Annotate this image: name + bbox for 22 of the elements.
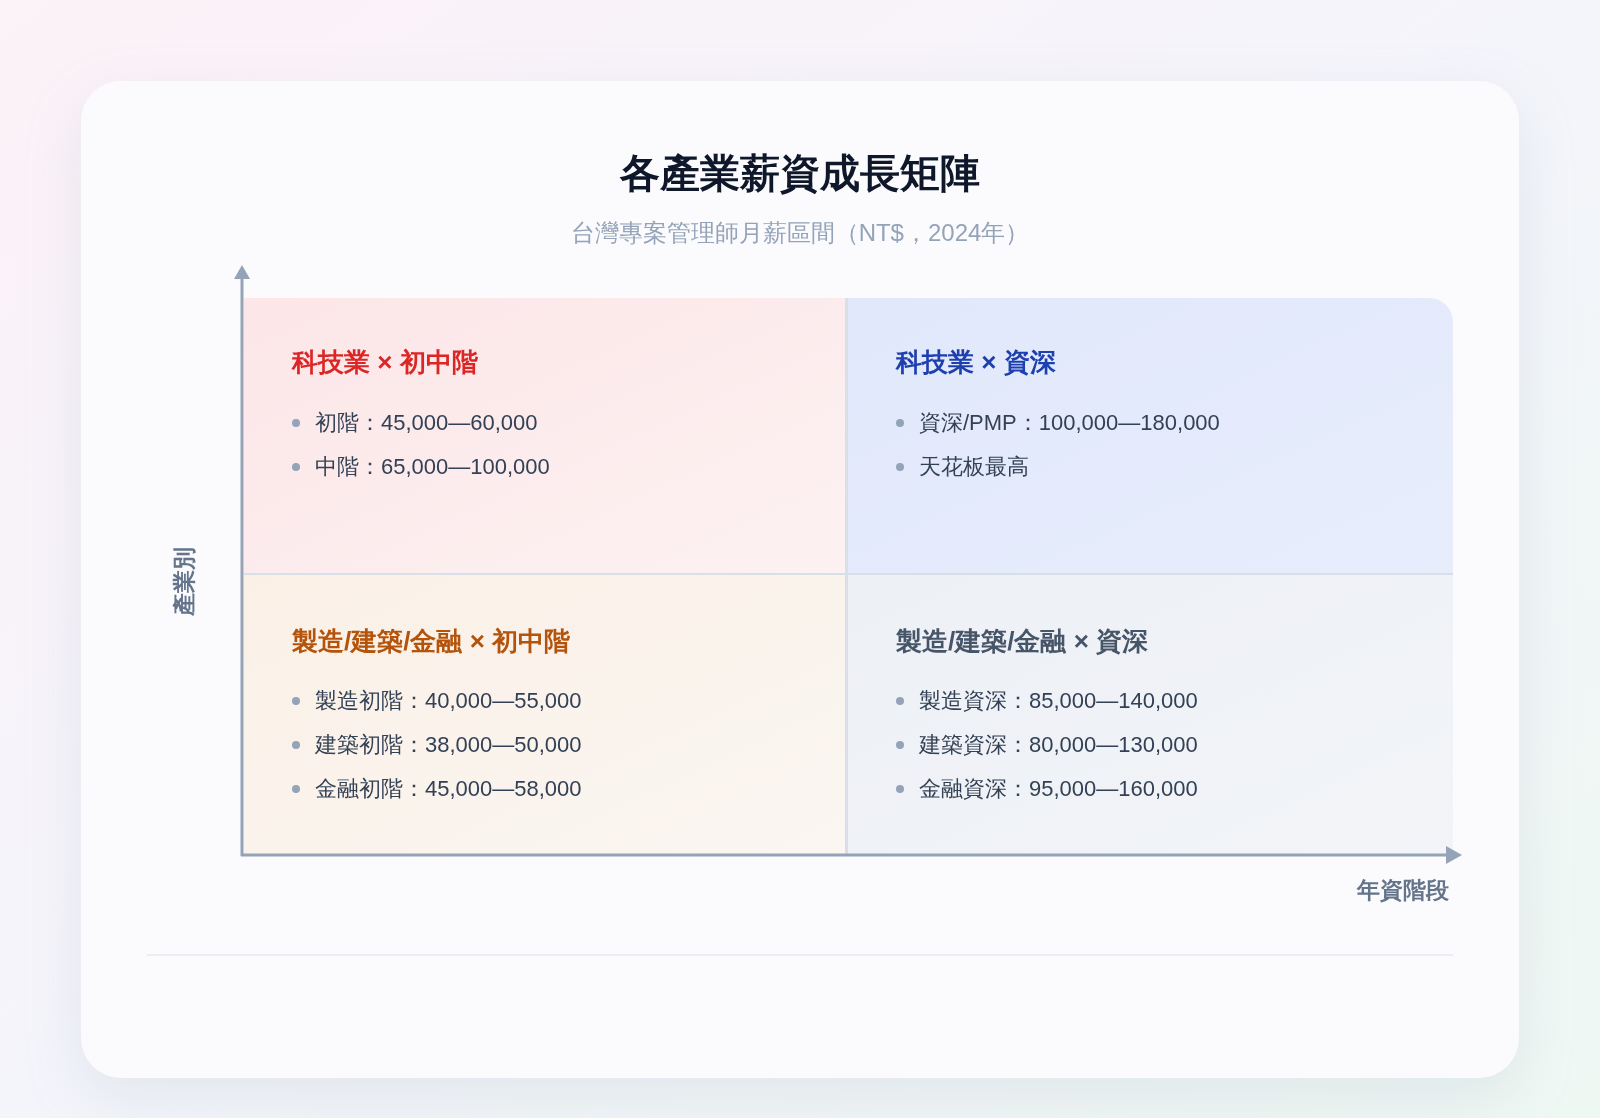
list-item-text: 資深/PMP：100,000—180,000 <box>919 409 1220 437</box>
list-item-text: 製造初階：40,000—55,000 <box>315 687 582 715</box>
list-item-text: 金融資深：95,000—160,000 <box>919 775 1198 803</box>
quadrant-heading: 科技業 × 資深 <box>896 346 1056 379</box>
y-axis-label: 產業別 <box>170 546 198 616</box>
list-item-text: 天花板最高 <box>919 453 1029 481</box>
quadrant-heading: 科技業 × 初中階 <box>292 346 478 379</box>
list-item-text: 中階：65,000—100,000 <box>315 453 550 481</box>
subtitle: 台灣專案管理師月薪區間（NT$，2024年） <box>570 218 1030 248</box>
list-item-text: 製造資深：85,000—140,000 <box>919 687 1198 715</box>
quadrant-panel <box>244 575 848 854</box>
title: 各產業薪資成長矩陣 <box>620 150 980 197</box>
quadrant-panel <box>848 575 1453 854</box>
list-item-text: 初階：45,000—60,000 <box>315 409 538 437</box>
list-item-text: 建築初階：38,000—50,000 <box>315 731 582 759</box>
quadrant-heading: 製造/建築/金融 × 初中階 <box>292 625 571 658</box>
quadrant-panel <box>244 298 848 575</box>
list-item-text: 金融初階：45,000—58,000 <box>315 775 582 803</box>
quadrant-panel <box>848 298 1453 575</box>
x-axis-label: 年資階段 <box>1357 876 1449 904</box>
quadrant-heading: 製造/建築/金融 × 資深 <box>896 625 1149 658</box>
list-item-text: 建築資深：80,000—130,000 <box>919 731 1198 759</box>
